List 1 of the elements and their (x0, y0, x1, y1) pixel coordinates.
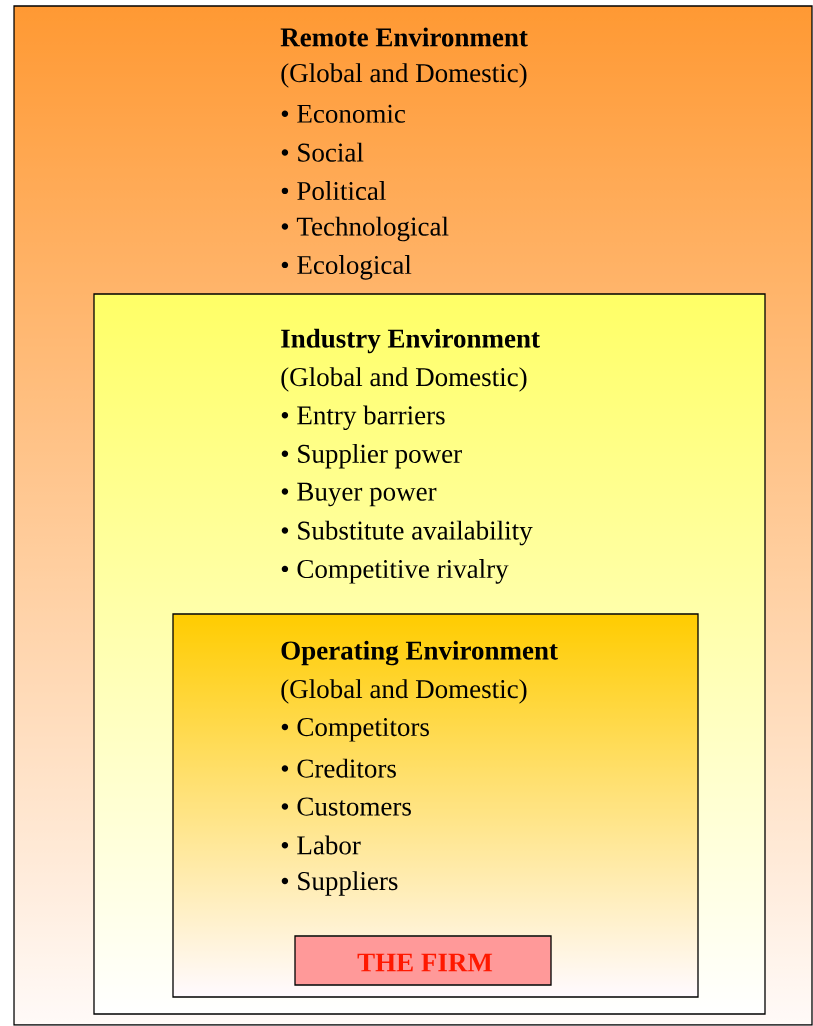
firm-box: THE FIRM (294, 935, 552, 986)
